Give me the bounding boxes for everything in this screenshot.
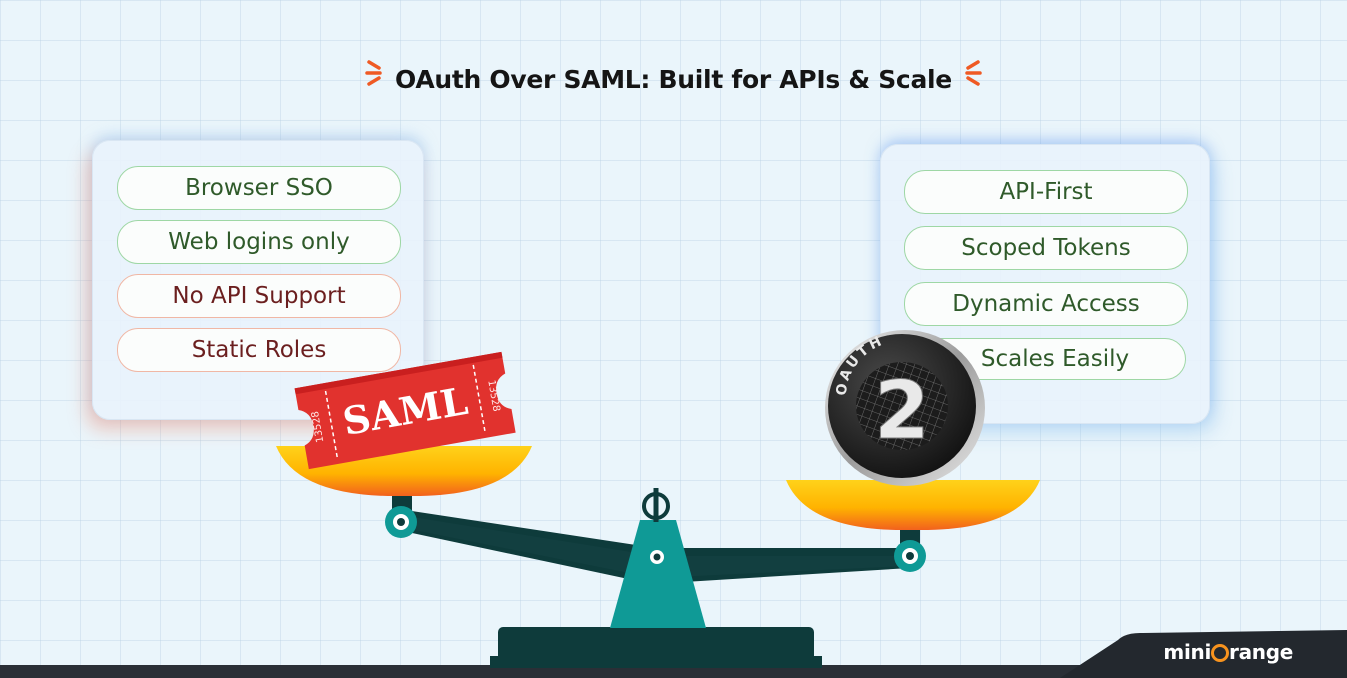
oauth-feature-dynamic-access: Dynamic Access <box>904 282 1188 326</box>
saml-feature-browser-sso: Browser SSO <box>117 166 401 210</box>
footer-bar <box>0 665 1347 678</box>
brand-logo: mini range <box>1163 640 1293 664</box>
logo-text-before: mini <box>1163 640 1212 664</box>
logo-tab <box>1060 630 1347 678</box>
oauth-feature-scoped-tokens: Scoped Tokens <box>904 226 1188 270</box>
title-text: OAuth Over SAML: Built for APIs & Scale <box>395 65 952 94</box>
logo-text-after: range <box>1229 640 1293 664</box>
ticket-number-left: 13528 <box>310 410 326 443</box>
oauth-coin: 2 OAUTH <box>825 330 985 486</box>
saml-feature-web-logins: Web logins only <box>117 220 401 264</box>
spark-left-icon <box>365 58 387 94</box>
logo-o-icon <box>1211 644 1230 662</box>
saml-ticket: SAML 13528 13528 <box>294 351 516 470</box>
coin-number: 2 <box>874 364 930 457</box>
ticket-number-right: 13528 <box>485 379 501 412</box>
scale-pillar <box>610 520 706 628</box>
saml-feature-static-roles: Static Roles <box>117 328 401 372</box>
right-scale-pan <box>786 480 1040 530</box>
page-title: OAuth Over SAML: Built for APIs & Scale <box>0 58 1347 94</box>
saml-feature-no-api: No API Support <box>117 274 401 318</box>
oauth-feature-api-first: API-First <box>904 170 1188 214</box>
spark-right-icon <box>960 58 982 94</box>
